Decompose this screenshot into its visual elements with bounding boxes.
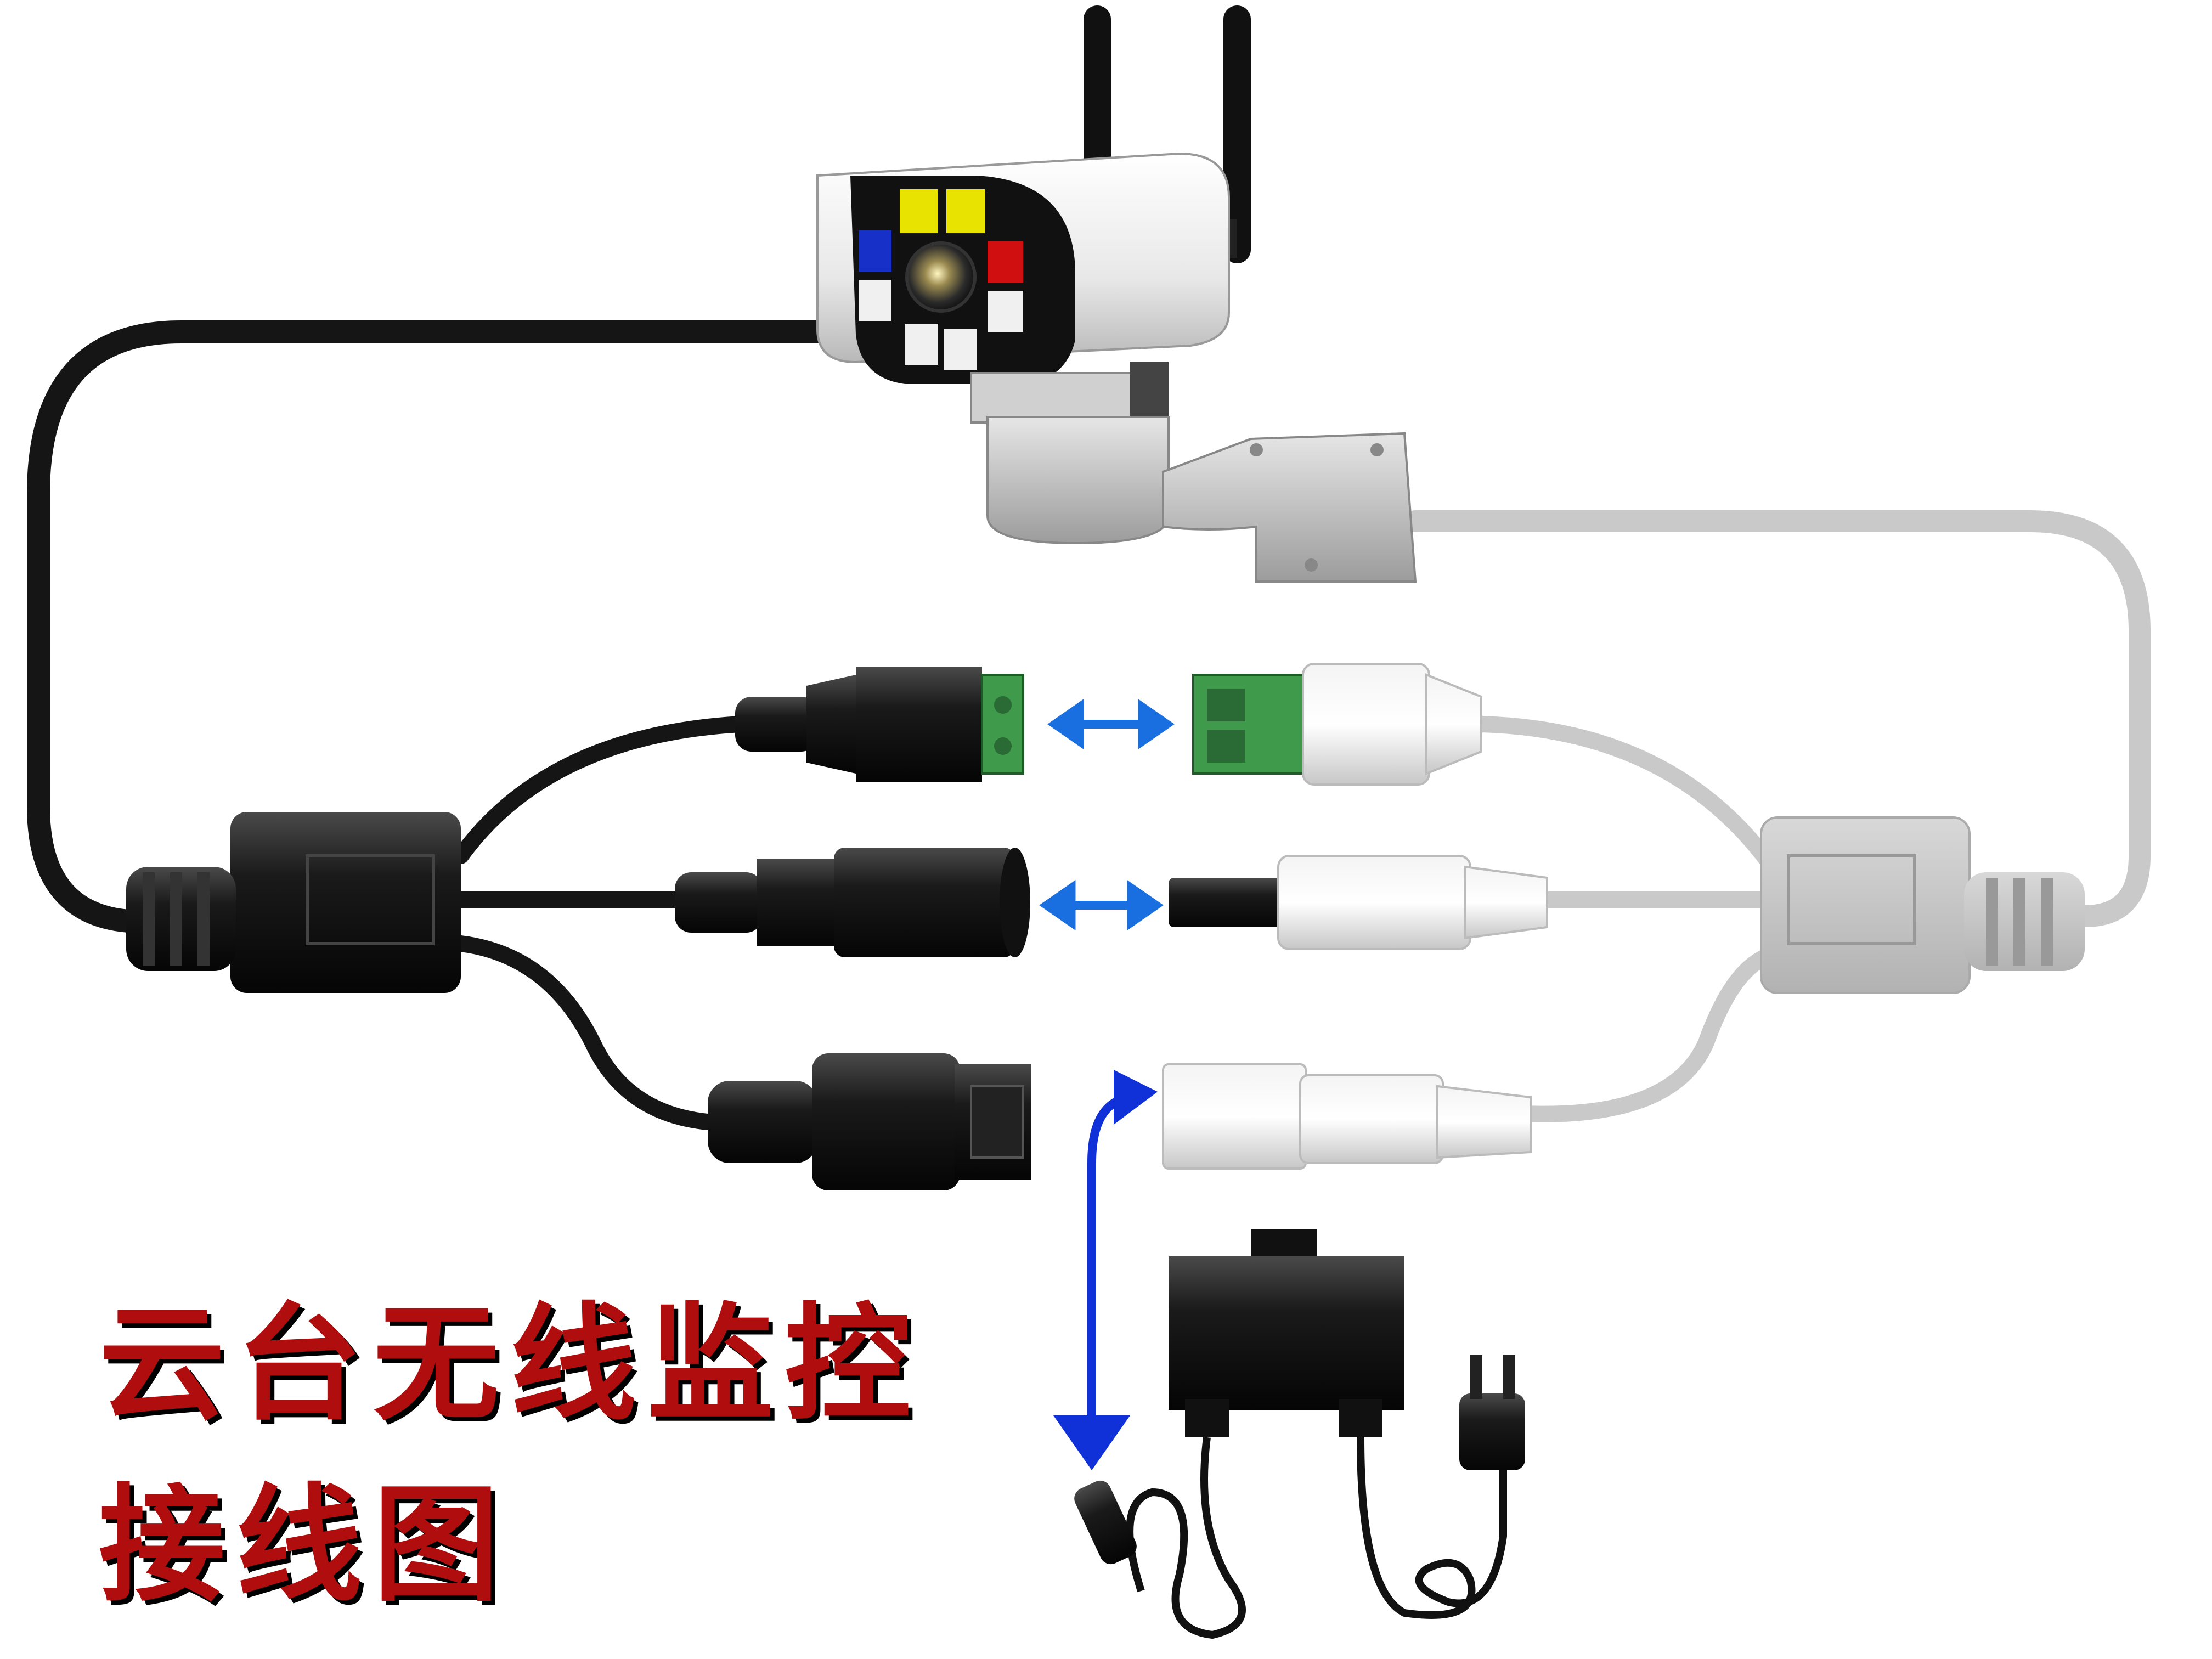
adapter-dc-cable bbox=[1130, 1437, 1242, 1635]
diagram-title-line-2: 接线图 bbox=[99, 1443, 510, 1626]
led-white-1 bbox=[859, 280, 891, 321]
led-yellow-left bbox=[900, 189, 938, 233]
led-white-3 bbox=[905, 324, 938, 365]
adapter-ac-plug bbox=[1459, 1355, 1525, 1470]
pan-base bbox=[988, 417, 1169, 543]
black-terminal-connector bbox=[735, 667, 1023, 782]
led-white-4 bbox=[944, 329, 977, 370]
black-branch-upper bbox=[461, 724, 741, 856]
arrow-dc-pair bbox=[1040, 881, 1163, 930]
white-dc-male-connector bbox=[1169, 856, 1547, 949]
adapter-mount-tab bbox=[1251, 1229, 1317, 1256]
arrow-terminal-pair bbox=[1048, 699, 1174, 749]
black-cable-group bbox=[38, 332, 856, 1122]
adapter-body bbox=[1169, 1256, 1404, 1410]
black-splitter-body bbox=[230, 812, 461, 993]
diagram-title-line-1: 云台无线监控 bbox=[99, 1262, 922, 1444]
tilt-neck bbox=[971, 373, 1152, 422]
black-rj45-connector bbox=[708, 1053, 1031, 1190]
arrow-power-supply bbox=[1053, 1070, 1158, 1470]
white-branch-lower bbox=[1525, 955, 1772, 1114]
led-yellow-right bbox=[946, 189, 985, 233]
dc-pin bbox=[1169, 878, 1284, 927]
white-power-connector bbox=[1163, 1064, 1531, 1169]
ptz-camera bbox=[817, 5, 1415, 582]
led-red bbox=[988, 241, 1023, 283]
white-splitter bbox=[1761, 817, 2085, 993]
rj45-port bbox=[971, 1086, 1023, 1158]
white-splitter-body bbox=[1761, 817, 1970, 993]
white-branch-upper bbox=[1481, 724, 1772, 867]
led-blue bbox=[859, 230, 891, 272]
black-splitter bbox=[126, 812, 461, 993]
green-terminal-block bbox=[982, 675, 1023, 774]
black-dc-female-connector bbox=[675, 848, 1030, 957]
power-adapter bbox=[1071, 1229, 1525, 1635]
white-strain-relief bbox=[1964, 872, 2085, 971]
black-branch-lower bbox=[461, 944, 708, 1122]
led-white-2 bbox=[988, 291, 1023, 332]
camera-lens bbox=[907, 243, 975, 311]
black-strain-relief bbox=[126, 867, 236, 971]
white-terminal-connector bbox=[1193, 664, 1481, 785]
